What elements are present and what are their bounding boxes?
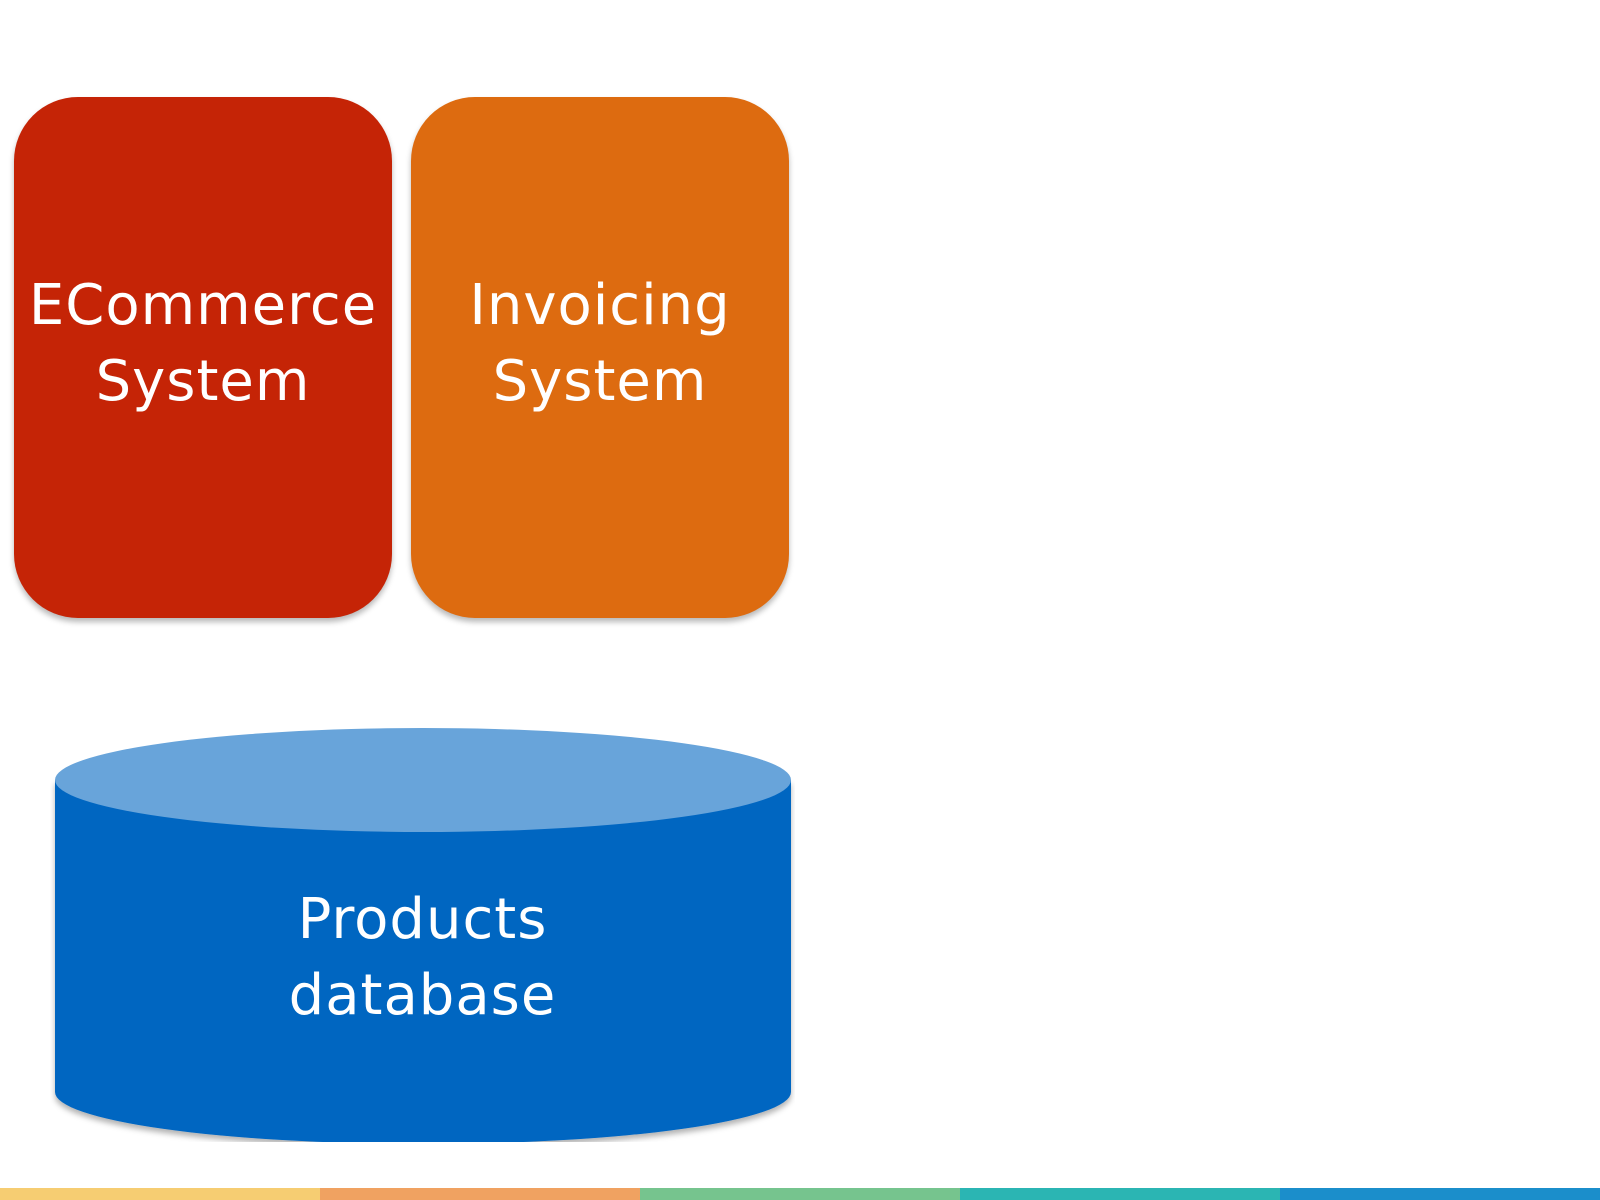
invoicing-system-box: Invoicing System xyxy=(411,97,789,618)
database-body xyxy=(55,780,791,1142)
products-database-cylinder: Products database xyxy=(50,722,795,1142)
footer-segment xyxy=(640,1188,960,1200)
products-database-label: Products database xyxy=(288,887,557,1028)
invoicing-system-label: Invoicing System xyxy=(469,272,731,414)
footer-segment xyxy=(0,1188,320,1200)
footer-segment xyxy=(1280,1188,1600,1200)
footer-segment xyxy=(960,1188,1280,1200)
ecommerce-system-label: ECommerce System xyxy=(28,272,378,414)
footer-color-bar xyxy=(0,1188,1600,1200)
ecommerce-system-box: ECommerce System xyxy=(14,97,392,618)
database-cylinder-icon xyxy=(55,728,791,1142)
footer-segment xyxy=(320,1188,640,1200)
database-top xyxy=(55,728,791,832)
